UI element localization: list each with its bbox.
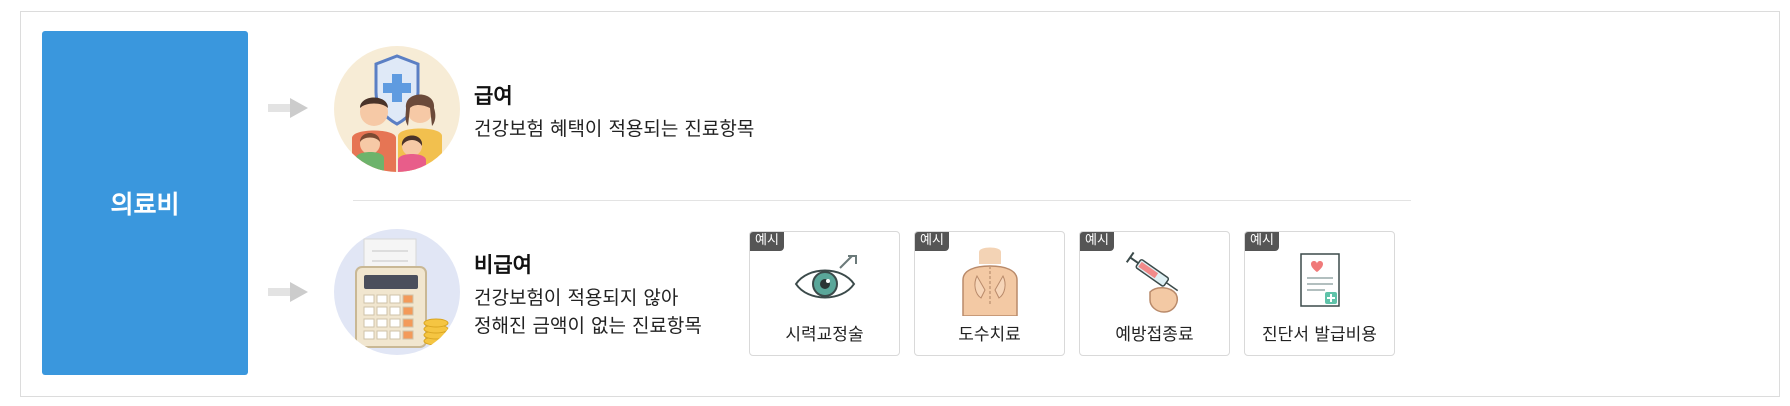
non-covered-description-line2: 정해진 금액이 없는 진료항목 bbox=[474, 315, 702, 337]
example-label: 도수치료 bbox=[958, 325, 1021, 345]
covered-description: 건강보험 혜택이 적용되는 진료항목 bbox=[474, 118, 755, 140]
example-badge: 예시 bbox=[1080, 232, 1114, 251]
example-label: 시력교정술 bbox=[785, 325, 864, 345]
manual-therapy-icon bbox=[962, 247, 1018, 316]
section-divider bbox=[353, 200, 1411, 201]
non-covered-title: 비급여 bbox=[474, 253, 532, 277]
family-insurance-illustration bbox=[334, 46, 460, 172]
example-badge: 예시 bbox=[750, 232, 784, 251]
example-label: 예방접종료 bbox=[1115, 325, 1194, 345]
example-badge: 예시 bbox=[915, 232, 949, 251]
medical-expense-label: 의료비 bbox=[110, 190, 180, 219]
calculator-illustration bbox=[334, 229, 460, 355]
content-frame bbox=[20, 11, 1780, 397]
covered-title: 급여 bbox=[474, 84, 513, 108]
example-card-vision-correction: 예시 시력교정술 bbox=[749, 231, 900, 356]
arrow-right-icon bbox=[268, 282, 308, 302]
example-label: 진단서 발급비용 bbox=[1262, 325, 1377, 345]
medical-certificate-icon bbox=[1300, 253, 1340, 307]
vaccine-syringe-icon bbox=[1125, 251, 1179, 313]
example-badge: 예시 bbox=[1245, 232, 1279, 251]
non-covered-description-line1: 건강보험이 적용되지 않아 bbox=[474, 287, 679, 309]
arrow-right-icon bbox=[268, 98, 308, 118]
example-card-manual-therapy: 예시 도수치료 bbox=[914, 231, 1065, 356]
medical-expense-box: 의료비 bbox=[42, 31, 248, 375]
example-card-vaccination: 예시 예방접종료 bbox=[1079, 231, 1230, 356]
example-card-certificate: 예시 진단서 발급비용 bbox=[1244, 231, 1395, 356]
eye-surgery-icon bbox=[794, 255, 857, 299]
